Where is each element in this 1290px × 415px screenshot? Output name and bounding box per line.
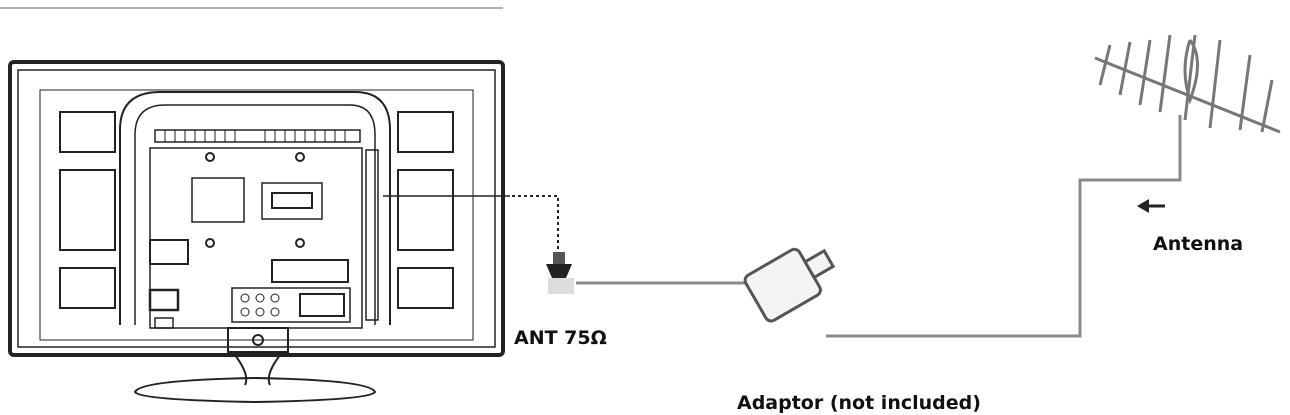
tv-back-illustration xyxy=(8,60,505,357)
antenna-illustration xyxy=(1094,34,1281,134)
tv-stand xyxy=(133,354,377,404)
ant-port-label: ANT 75Ω xyxy=(514,327,607,349)
dotted-connection xyxy=(512,195,559,250)
ant-connector xyxy=(546,252,574,294)
adaptor-label: Adaptor (not included) xyxy=(737,392,981,414)
adaptor-illustration xyxy=(743,247,836,323)
arrow-left-icon xyxy=(1137,199,1165,213)
antenna-cable xyxy=(826,115,1182,338)
antenna-label: Antenna xyxy=(1153,233,1244,255)
